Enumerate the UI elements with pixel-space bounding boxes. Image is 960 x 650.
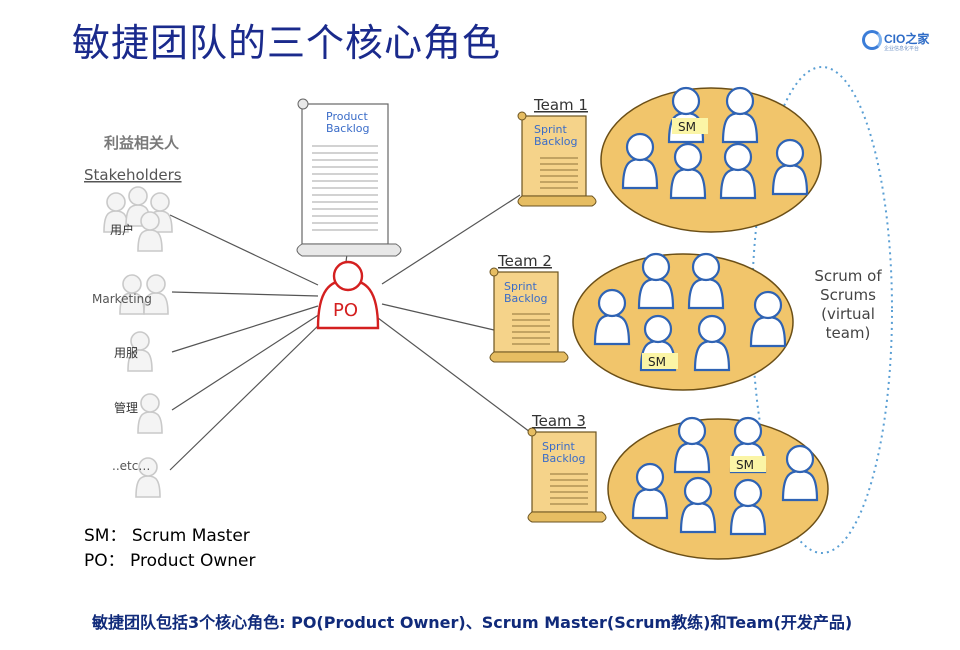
legend-sm: SM： Scrum Master xyxy=(84,526,250,546)
team-3-group: Team 3 Sprint Backlog SM xyxy=(527,412,829,560)
stakeholder-label-marketing: Marketing xyxy=(92,292,152,306)
link-etc-po xyxy=(169,319,325,471)
team-3-sprint-backlog-scroll: Sprint Backlog xyxy=(527,427,607,523)
product-owner-label: PO xyxy=(333,300,358,321)
link-management-po xyxy=(171,313,321,411)
logo-subtitle: 企业信息化平台 xyxy=(884,46,920,52)
product-backlog-label-line2: Backlog xyxy=(326,122,369,135)
team-1-group: Team 1 Sprint Backlog SM xyxy=(517,86,822,233)
svg-text:Backlog: Backlog xyxy=(534,135,577,148)
product-owner-icon: PO xyxy=(316,260,380,330)
team-3-sm-badge xyxy=(730,456,766,472)
svg-text:Sprint: Sprint xyxy=(542,440,576,453)
team-2-sm-badge xyxy=(642,353,678,369)
caption: 敏捷团队包括3个核心角色: PO(Product Owner)、Scrum Ma… xyxy=(92,613,853,632)
link-users-po xyxy=(169,214,319,286)
legend-po: PO： Product Owner xyxy=(84,551,256,571)
link-po-team2 xyxy=(381,303,495,331)
team-1-name: Team 1 xyxy=(533,96,588,114)
connector-lines xyxy=(169,194,531,471)
link-marketing-po xyxy=(171,291,319,297)
stakeholders-group: 利益相关人 Stakeholders 用户 Marketing 用服 管理 ..… xyxy=(84,134,182,498)
svg-text:Scrums: Scrums xyxy=(820,286,876,304)
svg-text:Backlog: Backlog xyxy=(504,292,547,305)
svg-text:Sprint: Sprint xyxy=(534,123,568,136)
stakeholder-management-icon xyxy=(137,393,163,434)
svg-text:Scrum of: Scrum of xyxy=(814,267,882,285)
stakeholder-users-icon xyxy=(103,186,173,252)
stakeholder-label-service: 用服 xyxy=(114,346,138,360)
link-po-team1 xyxy=(381,194,521,285)
team-1-sm-badge xyxy=(672,118,708,134)
stakeholder-label-users: 用户 xyxy=(110,222,134,237)
team-2-oval xyxy=(572,253,794,391)
logo-text: CIO之家 xyxy=(884,32,930,46)
stakeholders-heading-en: Stakeholders xyxy=(84,166,182,184)
team-1-sprint-backlog-scroll: Sprint Backlog xyxy=(517,111,597,207)
svg-text:Backlog: Backlog xyxy=(542,452,585,465)
logo-mark-icon xyxy=(862,30,882,50)
cio-logo: CIO之家 企业信息化平台 xyxy=(862,28,942,56)
team-3-oval xyxy=(607,418,829,560)
team-3-sm-label: SM xyxy=(736,458,754,472)
stakeholder-label-etc: ..etc… xyxy=(112,459,150,473)
product-backlog-label-line1: Product xyxy=(326,110,368,123)
legend: SM： Scrum Master PO： Product Owner xyxy=(84,524,256,574)
team-2-name: Team 2 xyxy=(497,252,552,270)
svg-text:(virtual: (virtual xyxy=(821,305,875,323)
svg-text:team): team) xyxy=(826,324,871,342)
stakeholder-label-management: 管理 xyxy=(114,400,138,415)
scrum-of-scrums-label: Scrum of Scrums (virtual team) xyxy=(814,267,882,342)
link-po-team3 xyxy=(377,317,531,433)
product-backlog-scroll: Product Backlog xyxy=(296,98,402,257)
team-1-sm-label: SM xyxy=(678,120,696,134)
team-1-oval xyxy=(600,87,822,233)
slide-title: 敏捷团队的三个核心角色 xyxy=(72,21,502,65)
team-2-sprint-backlog-scroll: Sprint Backlog xyxy=(489,267,569,363)
stakeholders-heading-cn: 利益相关人 xyxy=(104,134,180,152)
team-3-name: Team 3 xyxy=(531,412,586,430)
team-2-group: Team 2 Sprint Backlog SM xyxy=(489,252,794,391)
svg-text:Sprint: Sprint xyxy=(504,280,538,293)
link-service-po xyxy=(171,305,319,353)
team-2-sm-label: SM xyxy=(648,355,666,369)
